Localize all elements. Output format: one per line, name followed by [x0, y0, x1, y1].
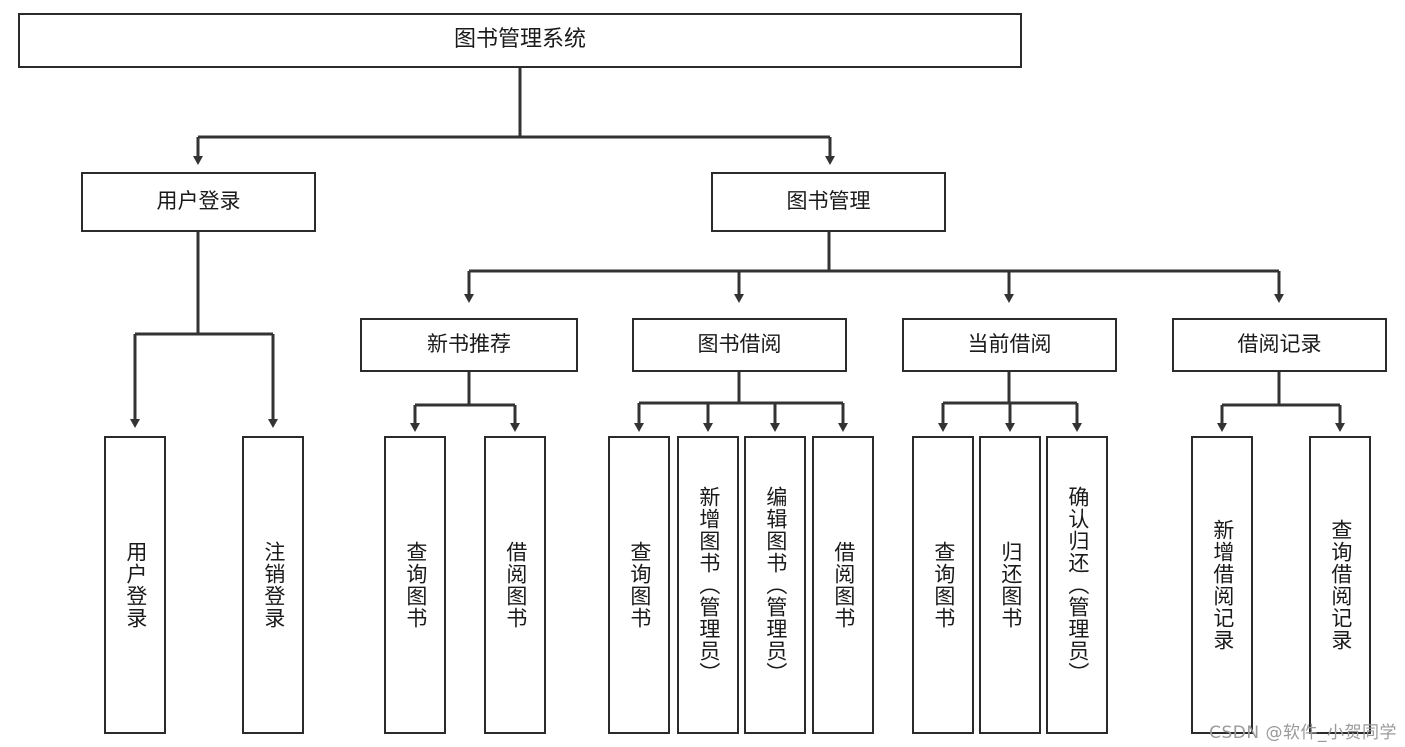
node-new-book-recommend[interactable]: 新书推荐 [360, 318, 578, 372]
node-label: 借阅记录 [1237, 332, 1322, 357]
leaf-add-borrow-record[interactable]: 新增借阅记录 [1191, 436, 1253, 734]
leaf-confirm-return-admin[interactable]: 确认归还（管理员） [1046, 436, 1108, 734]
leaf-query-borrow-record[interactable]: 查询借阅记录 [1309, 436, 1371, 734]
node-current-borrow[interactable]: 当前借阅 [902, 318, 1117, 372]
node-label: 确认归还（管理员） [1065, 486, 1090, 684]
node-label: 新增图书（管理员） [696, 486, 721, 684]
node-book-borrow[interactable]: 图书借阅 [632, 318, 847, 372]
node-book-management[interactable]: 图书管理 [711, 172, 946, 232]
node-label: 当前借阅 [967, 332, 1052, 357]
node-label: 用户登录 [156, 189, 241, 214]
node-label: 新增借阅记录 [1210, 519, 1235, 651]
leaf-add-book-admin[interactable]: 新增图书（管理员） [677, 436, 739, 734]
node-label: 借阅图书 [503, 541, 528, 629]
node-label: 图书借阅 [697, 332, 782, 357]
node-label: 查询图书 [403, 541, 428, 629]
node-label: 用户登录 [123, 541, 148, 629]
node-label: 编辑图书（管理员） [763, 486, 788, 684]
leaf-edit-book-admin[interactable]: 编辑图书（管理员） [744, 436, 806, 734]
leaf-recommend-query-book[interactable]: 查询图书 [384, 436, 446, 734]
leaf-user-login[interactable]: 用户登录 [104, 436, 166, 734]
leaf-logout[interactable]: 注销登录 [242, 436, 304, 734]
node-label: 借阅图书 [831, 541, 856, 629]
node-label: 归还图书 [998, 541, 1023, 629]
node-borrow-record[interactable]: 借阅记录 [1172, 318, 1387, 372]
node-label: 查询借阅记录 [1328, 519, 1353, 651]
node-label: 查询图书 [931, 541, 956, 629]
leaf-recommend-borrow-book[interactable]: 借阅图书 [484, 436, 546, 734]
node-root-book-management-system[interactable]: 图书管理系统 [18, 13, 1022, 68]
node-user-login[interactable]: 用户登录 [81, 172, 316, 232]
node-label: 图书管理系统 [453, 27, 586, 53]
leaf-borrow-book[interactable]: 借阅图书 [812, 436, 874, 734]
node-label: 注销登录 [261, 541, 286, 629]
node-label: 查询图书 [627, 541, 652, 629]
node-label: 图书管理 [786, 189, 871, 214]
leaf-borrow-query-book[interactable]: 查询图书 [608, 436, 670, 734]
leaf-return-book[interactable]: 归还图书 [979, 436, 1041, 734]
leaf-current-query-book[interactable]: 查询图书 [912, 436, 974, 734]
node-label: 新书推荐 [427, 332, 511, 357]
